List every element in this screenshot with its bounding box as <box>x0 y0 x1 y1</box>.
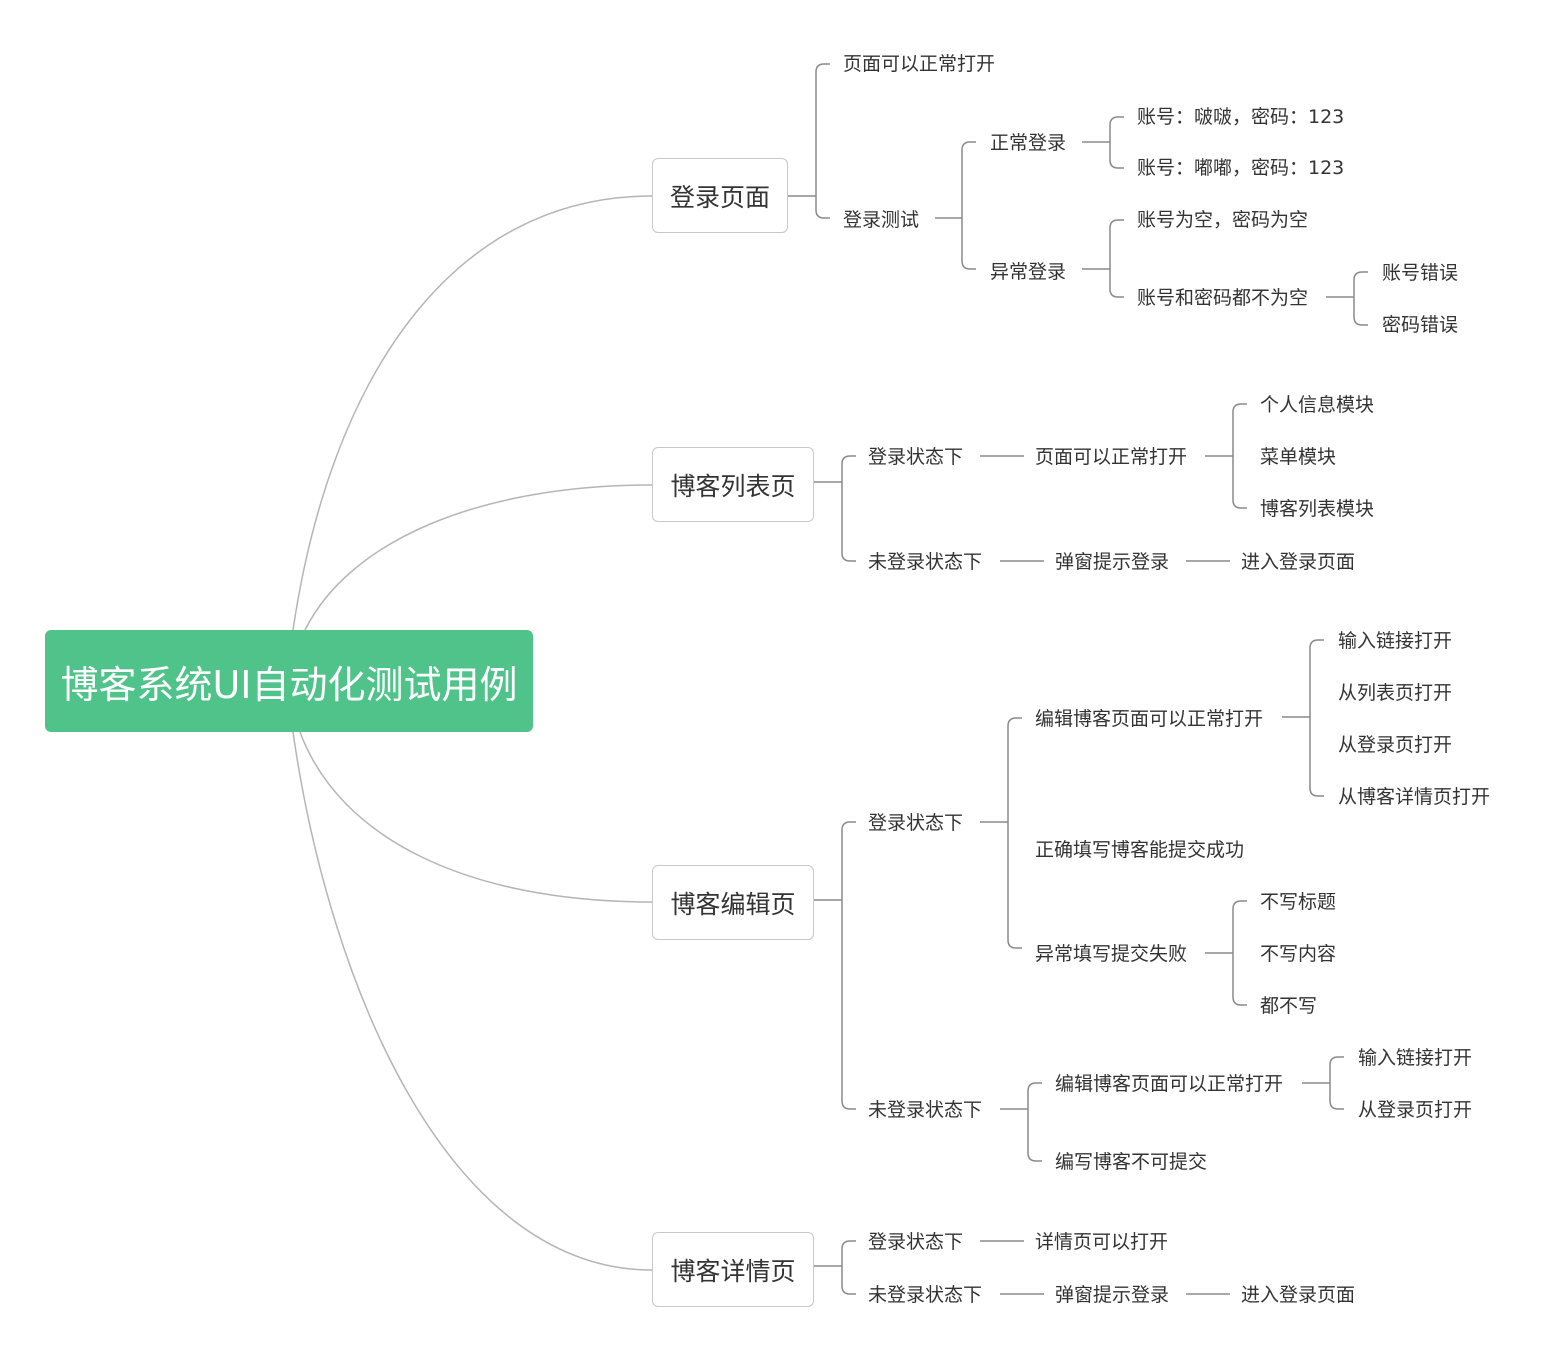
blog-edit-bracket <box>814 821 856 1110</box>
blog-list-menu-module[interactable]: 菜单模块 <box>1260 446 1337 468</box>
blog-edit-open-by-link-2[interactable]: 输入链接打开 <box>1358 1047 1473 1069</box>
blog-detail-opens[interactable]: 详情页可以打开 <box>1035 1231 1169 1253</box>
root-topic[interactable]: 博客系统UI自动化测试用例 <box>45 630 533 732</box>
branch-blog-list-page[interactable]: 博客列表页 <box>652 447 814 522</box>
blog-edit-page-opens-bracket <box>1282 639 1324 797</box>
blog-edit-not-logged-page-bracket <box>1302 1056 1344 1110</box>
blog-edit-submit-fail-bracket <box>1205 900 1247 1006</box>
blog-edit-page-opens-2[interactable]: 编辑博客页面可以正常打开 <box>1055 1073 1284 1095</box>
blog-edit-open-from-detail[interactable]: 从博客详情页打开 <box>1338 786 1491 808</box>
blog-detail-enter-login[interactable]: 进入登录页面 <box>1241 1284 1356 1306</box>
account-1[interactable]: 账号：啵啵，密码：123 <box>1137 106 1345 128</box>
branch-login-page[interactable]: 登录页面 <box>652 158 788 233</box>
blog-list-enter-login[interactable]: 进入登录页面 <box>1241 551 1356 573</box>
blog-list-page-opens-bracket <box>1205 403 1247 509</box>
root-to-blog-detail-curve <box>292 731 653 1271</box>
blog-list-popup-login[interactable]: 弹窗提示登录 <box>1055 551 1170 573</box>
blog-edit-submit-success[interactable]: 正确填写博客能提交成功 <box>1035 839 1245 861</box>
blog-edit-no-content[interactable]: 不写内容 <box>1260 943 1337 965</box>
normal-login[interactable]: 正常登录 <box>990 132 1067 154</box>
blog-list-bracket <box>814 455 856 562</box>
blog-edit-submit-fail[interactable]: 异常填写提交失败 <box>1035 943 1188 965</box>
blog-edit-open-from-login[interactable]: 从登录页打开 <box>1338 734 1453 756</box>
blog-edit-open-by-link[interactable]: 输入链接打开 <box>1338 630 1453 652</box>
blog-edit-not-logged-in[interactable]: 未登录状态下 <box>868 1099 983 1121</box>
login-page-opens[interactable]: 页面可以正常打开 <box>843 53 996 75</box>
blog-edit-not-logged-in-bracket <box>1000 1082 1042 1162</box>
normal-login-bracket <box>1082 116 1124 169</box>
both-not-empty-bracket <box>1326 271 1368 326</box>
root-to-login-curve <box>292 195 653 631</box>
root-to-blog-edit-curve <box>299 731 653 903</box>
blog-edit-no-title[interactable]: 不写标题 <box>1260 891 1337 913</box>
both-not-empty[interactable]: 账号和密码都不为空 <box>1137 287 1309 309</box>
branch-blog-edit-page[interactable]: 博客编辑页 <box>652 865 814 940</box>
blog-edit-open-from-list[interactable]: 从列表页打开 <box>1338 682 1453 704</box>
blog-edit-open-from-login-2[interactable]: 从登录页打开 <box>1358 1099 1473 1121</box>
blog-edit-cannot-submit[interactable]: 编写博客不可提交 <box>1055 1151 1208 1173</box>
both-empty[interactable]: 账号为空，密码为空 <box>1137 209 1309 231</box>
wrong-account[interactable]: 账号错误 <box>1382 262 1459 284</box>
wrong-password[interactable]: 密码错误 <box>1382 314 1459 336</box>
login-test-bracket <box>935 141 976 270</box>
blog-list-not-logged-in[interactable]: 未登录状态下 <box>868 551 983 573</box>
abnormal-login[interactable]: 异常登录 <box>990 261 1067 283</box>
blog-edit-none-written[interactable]: 都不写 <box>1260 995 1318 1017</box>
branch-blog-detail-page[interactable]: 博客详情页 <box>652 1232 814 1307</box>
root-to-blog-list-curve <box>304 484 653 631</box>
blog-detail-logged-in[interactable]: 登录状态下 <box>868 1231 964 1253</box>
blog-list-list-module[interactable]: 博客列表模块 <box>1260 498 1375 520</box>
blog-list-page-opens[interactable]: 页面可以正常打开 <box>1035 446 1188 468</box>
login-test[interactable]: 登录测试 <box>843 209 920 231</box>
blog-edit-logged-in[interactable]: 登录状态下 <box>868 812 964 834</box>
account-2[interactable]: 账号：嘟嘟，密码：123 <box>1137 157 1345 179</box>
blog-edit-logged-in-bracket <box>980 717 1022 949</box>
blog-detail-bracket <box>814 1240 856 1295</box>
abnormal-login-bracket <box>1082 219 1124 298</box>
login-bracket <box>788 63 830 219</box>
blog-list-profile-module[interactable]: 个人信息模块 <box>1260 394 1375 416</box>
blog-detail-not-logged-in[interactable]: 未登录状态下 <box>868 1284 983 1306</box>
blog-list-logged-in[interactable]: 登录状态下 <box>868 446 964 468</box>
blog-edit-page-opens[interactable]: 编辑博客页面可以正常打开 <box>1035 708 1264 730</box>
blog-detail-popup-login[interactable]: 弹窗提示登录 <box>1055 1284 1170 1306</box>
